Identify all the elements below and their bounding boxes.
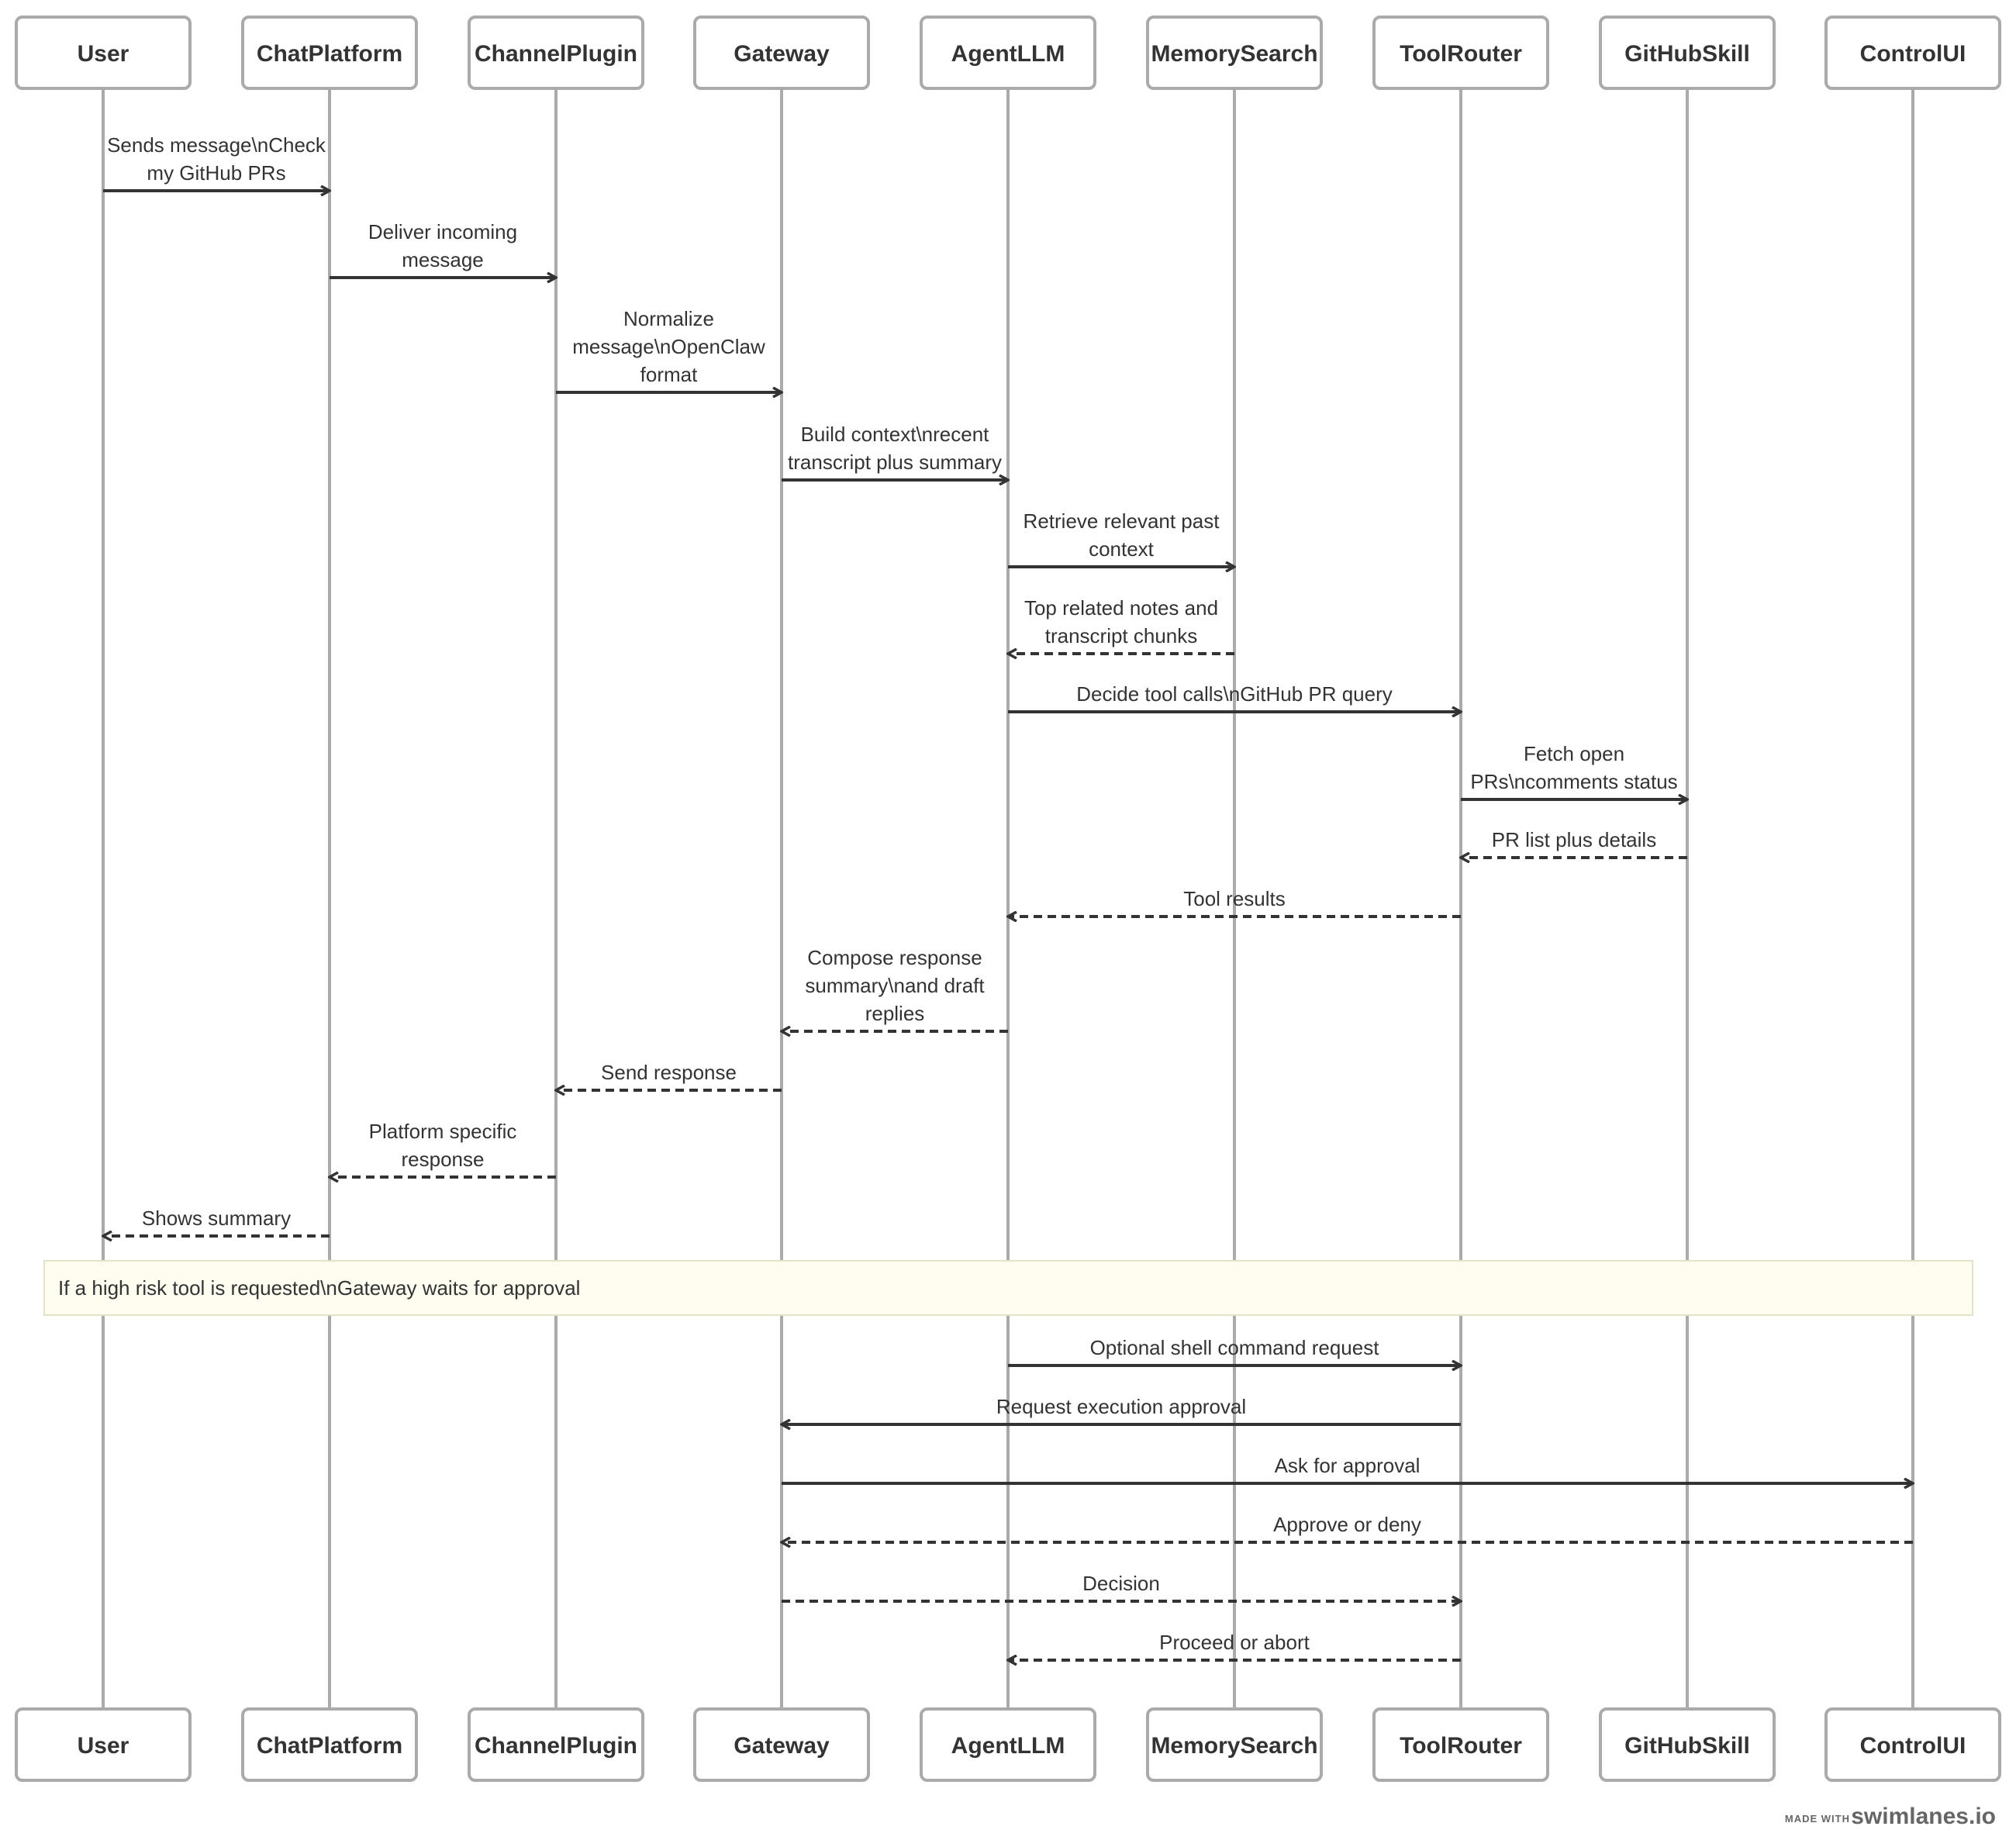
participant-user-bottom: User bbox=[15, 1707, 192, 1782]
message-3: Normalize message\nOpenClaw format bbox=[556, 307, 782, 392]
message-label: Proceed or abort bbox=[1159, 1631, 1310, 1654]
message-label: Retrieve relevant past bbox=[1024, 509, 1220, 533]
participant-label: ToolRouter bbox=[1400, 41, 1522, 67]
participant-label: ChatPlatform bbox=[257, 1733, 402, 1759]
participant-chatplatform-top: ChatPlatform bbox=[241, 16, 418, 90]
message-18: Approve or deny bbox=[782, 1513, 1913, 1542]
message-label: Send response bbox=[601, 1061, 737, 1084]
participant-label: MemorySearch bbox=[1151, 41, 1317, 67]
message-label: Decide tool calls\nGitHub PR query bbox=[1076, 682, 1393, 706]
message-19: Decision bbox=[782, 1572, 1461, 1601]
participant-githubskill-top: GitHubSkill bbox=[1599, 16, 1776, 90]
message-label: Tool results bbox=[1183, 887, 1286, 910]
message-label: Approve or deny bbox=[1273, 1513, 1421, 1536]
message-label: Optional shell command request bbox=[1090, 1336, 1380, 1359]
message-11: Compose response summary\nand draft replie… bbox=[782, 946, 1008, 1031]
message-12: Send response bbox=[556, 1061, 782, 1090]
participant-label: ChannelPlugin bbox=[475, 41, 637, 67]
message-label: Top related notes and bbox=[1024, 596, 1218, 620]
message-label: summary\nand draft bbox=[805, 974, 985, 997]
participant-memorysearch-top: MemorySearch bbox=[1146, 16, 1323, 90]
participant-githubskill-bottom: GitHubSkill bbox=[1599, 1707, 1776, 1782]
message-6: Top related notes and transcript chunks bbox=[1008, 596, 1234, 654]
message-2: Deliver incoming message bbox=[330, 220, 556, 278]
participant-gateway-bottom: Gateway bbox=[693, 1707, 870, 1782]
message-label: message\nOpenClaw bbox=[572, 335, 765, 358]
message-20: Proceed or abort bbox=[1008, 1631, 1461, 1660]
participant-controlui-bottom: ControlUI bbox=[1824, 1707, 2001, 1782]
participant-label: AgentLLM bbox=[951, 1733, 1065, 1759]
message-label: Platform specific bbox=[369, 1120, 517, 1143]
participant-label: ControlUI bbox=[1860, 41, 1966, 67]
participant-label: User bbox=[78, 1733, 129, 1759]
participant-label: User bbox=[78, 41, 129, 67]
watermark: MADE WITH swimlanes.io bbox=[1785, 1804, 1996, 1829]
message-15: Optional shell command request bbox=[1008, 1336, 1461, 1365]
message-label: Sends message\nCheck bbox=[107, 133, 326, 157]
participant-label: GitHubSkill bbox=[1624, 41, 1750, 67]
participant-agentllm-bottom: AgentLLM bbox=[920, 1707, 1096, 1782]
message-label: transcript plus summary bbox=[788, 451, 1002, 474]
participant-channelplugin-bottom: ChannelPlugin bbox=[468, 1707, 644, 1782]
participant-controlui-top: ControlUI bbox=[1824, 16, 2001, 90]
participant-label: MemorySearch bbox=[1151, 1733, 1317, 1759]
participant-memorysearch-bottom: MemorySearch bbox=[1146, 1707, 1323, 1782]
participant-label: ControlUI bbox=[1860, 1733, 1966, 1759]
participant-label: ChannelPlugin bbox=[475, 1733, 637, 1759]
message-1: Sends message\nCheck my GitHub PRs bbox=[103, 133, 330, 191]
participant-user-top: User bbox=[15, 16, 192, 90]
message-label: my GitHub PRs bbox=[147, 161, 285, 185]
message-label: PR list plus details bbox=[1492, 828, 1656, 851]
watermark-brand: swimlanes.io bbox=[1851, 1804, 1996, 1829]
message-13: Platform specific response bbox=[330, 1120, 556, 1177]
message-label: PRs\ncomments status bbox=[1470, 770, 1677, 793]
message-label: Shows summary bbox=[142, 1207, 291, 1230]
note: If a high risk tool is requested\nGatewa… bbox=[43, 1260, 1973, 1316]
message-17: Ask for approval bbox=[782, 1454, 1913, 1483]
message-label: message bbox=[402, 248, 484, 271]
message-7: Decide tool calls\nGitHub PR query bbox=[1008, 682, 1461, 712]
message-label: Deliver incoming bbox=[368, 220, 517, 243]
message-label: format bbox=[640, 363, 698, 386]
message-14: Shows summary bbox=[103, 1207, 330, 1236]
message-16: Request execution approval bbox=[782, 1395, 1461, 1424]
note-box bbox=[43, 1260, 1973, 1316]
participant-gateway-top: Gateway bbox=[693, 16, 870, 90]
participant-label: Gateway bbox=[734, 1733, 830, 1759]
message-label: context bbox=[1089, 537, 1155, 561]
message-4: Build context\nrecent transcript plus sum… bbox=[782, 423, 1008, 480]
note-text: If a high risk tool is requested\nGatewa… bbox=[58, 1276, 580, 1300]
message-label: Build context\nrecent bbox=[801, 423, 990, 446]
participant-chatplatform-bottom: ChatPlatform bbox=[241, 1707, 418, 1782]
participant-label: ChatPlatform bbox=[257, 41, 402, 67]
participant-label: AgentLLM bbox=[951, 41, 1065, 67]
message-label: Fetch open bbox=[1524, 742, 1624, 765]
participant-toolrouter-bottom: ToolRouter bbox=[1372, 1707, 1549, 1782]
participant-channelplugin-top: ChannelPlugin bbox=[468, 16, 644, 90]
watermark-prefix: MADE WITH bbox=[1785, 1813, 1850, 1825]
participant-label: ToolRouter bbox=[1400, 1733, 1522, 1759]
message-label: Ask for approval bbox=[1275, 1454, 1421, 1477]
message-label: Normalize bbox=[623, 307, 714, 330]
participant-agentllm-top: AgentLLM bbox=[920, 16, 1096, 90]
message-label: replies bbox=[865, 1002, 925, 1025]
participant-toolrouter-top: ToolRouter bbox=[1372, 16, 1549, 90]
participant-label: GitHubSkill bbox=[1624, 1733, 1750, 1759]
participant-label: Gateway bbox=[734, 41, 830, 67]
message-10: Tool results bbox=[1008, 887, 1461, 917]
message-label: transcript chunks bbox=[1045, 624, 1198, 647]
message-label: response bbox=[402, 1148, 485, 1171]
message-5: Retrieve relevant past context bbox=[1008, 509, 1234, 567]
message-label: Decision bbox=[1082, 1572, 1160, 1595]
message-label: Request execution approval bbox=[996, 1395, 1246, 1418]
message-9: PR list plus details bbox=[1461, 828, 1687, 858]
message-label: Compose response bbox=[807, 946, 982, 969]
